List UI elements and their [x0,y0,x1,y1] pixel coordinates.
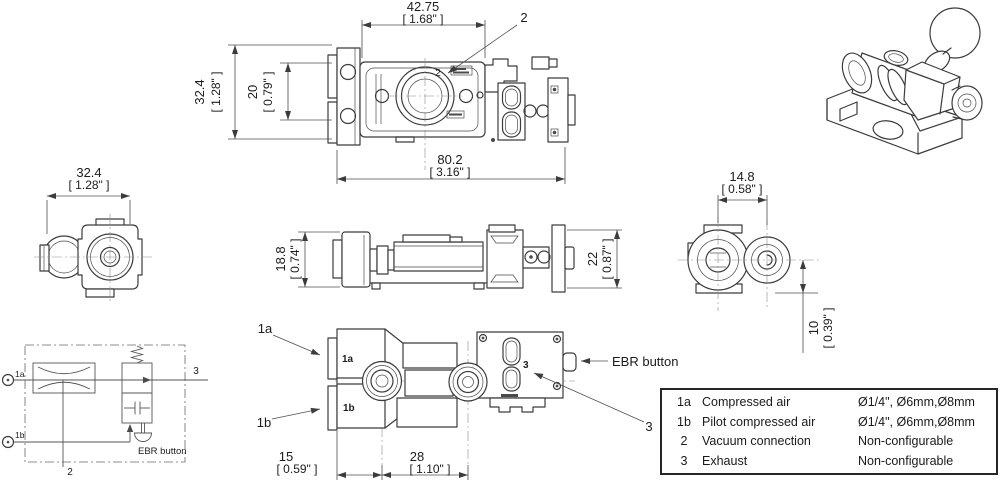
table-row: 2 Vacuum connection Non-configurable [666,432,992,452]
front-view: 32.4 [ 1.28" ] [34,165,153,302]
port-boss [361,360,403,402]
port-id: 3 [680,454,688,469]
dim-mm: 15 [279,449,293,464]
port-boss [448,362,488,402]
dim-mm: 42.75 [407,0,440,14]
spring-symbol [129,345,145,364]
dim-valve-height: 22 [ 0.87" ] [567,229,622,289]
pneumatic-schematic: 1a 3 2 1b [1,344,208,478]
dim-inch: [ 0.58" ] [722,182,763,196]
port-value: Ø1/4", Ø6mm,Ø8mm [858,394,975,409]
engraved-1b: 1b [343,403,355,414]
port-id: 1a [677,394,691,409]
port-name: Compressed air [702,394,791,409]
pilot-box [121,392,153,424]
dim-port-spacing: 14.8 [ 0.58" ] [717,169,768,225]
port-id: 2 [680,434,688,449]
isometric-ejector-body [841,7,983,121]
dim-mm: 32.4 [76,165,101,180]
table-row: 1b Pilot compressed air Ø1/4", Ø6mm,Ø8mm [666,412,992,432]
callout-3: 3 [533,372,653,434]
port-name: Vacuum connection [702,434,811,449]
dim-inch: [ 0.74" ] [288,239,302,280]
side-view: 18.8 [ 0.74" ] 22 [ 0.87" ] [273,224,622,293]
dim-mm: 28 [410,449,424,464]
dim-mm: 80.2 [437,152,462,167]
dim-front-width: 32.4 [ 1.28" ] [46,165,131,234]
port-legend-table: 1a Compressed air Ø1/4", Ø6mm,Ø8mm 1b Pi… [660,388,998,475]
callout-label: 1b [257,415,271,430]
engraved-1a: 1a [342,354,354,365]
dim-port-offset: 15 [ 0.59" ] [277,431,383,480]
callout-1b: 1b [257,407,321,430]
dim-mm: 32.4 [192,79,207,104]
bottom-view: 1a 1b 3 1a 1b 3 EBR button 15 [ 0.59" ] [257,321,679,480]
dim-inch: [ 0.59" ] [277,462,318,476]
callout-label: 1a [258,321,273,336]
port-name: Pilot compressed air [702,414,816,429]
schematic-boundary [24,344,186,463]
port-value: Ø1/4", Ø6mm,Ø8mm [858,414,975,429]
dim-port-offset: 10 [ 0.39" ] [775,260,835,353]
dim-overall-height: 32.4 [ 1.28" ] [192,44,332,140]
end-view: 14.8 [ 0.58" ] 10 [ 0.39" ] [678,169,835,353]
engraved-number: 2 [435,68,441,79]
port-id: 1b [677,414,691,429]
bottom-view-part-outline: 1a 1b 3 [327,328,577,465]
callout-ebr-button: EBR button [581,354,679,369]
dim-inch: [ 1.68" ] [403,12,444,26]
dim-mm: 14.8 [729,169,754,184]
port-value: Non-configurable [858,454,954,469]
dim-inch: [ 0.79" ] [261,72,275,113]
dim-inch: [ 1.10" ] [410,462,451,476]
isometric-view [826,7,983,155]
dim-inch: [ 0.39" ] [821,308,835,349]
schematic-port-2-label: 2 [67,467,73,478]
schematic-port-3-label: 3 [193,366,199,377]
valve-symbol [121,345,153,424]
filter-ball [929,7,981,59]
ebr-button-label: EBR button [612,354,679,369]
schematic-port-1b: 1b [1,424,134,449]
end-view-part-outline [678,217,820,311]
side-view-part-outline [332,224,575,293]
dim-body-height: 18.8 [ 0.74" ] [273,231,340,288]
dim-inch: [ 1.28" ] [69,178,110,192]
dim-mm: 18.8 [273,246,288,271]
mounting-hole [339,107,357,125]
dim-mm: 22 [585,252,600,266]
dim-body-width: 42.75 [ 1.68" ] [361,0,486,58]
callout-vacuum-connection: 2 2 [435,10,527,79]
callout-number: 2 [520,10,527,25]
top-view: 42.75 [ 1.68" ] 2 2 80.2 [ 3.16" ] 32.4 … [192,0,576,184]
schematic-port-1a: 1a [1,369,25,387]
dim-inch: [ 0.87" ] [600,239,614,280]
dim-inch: [ 1.28" ] [209,72,223,113]
venturi-ejector-symbol [32,362,96,394]
callout-1a: 1a [258,321,321,356]
port-label: 1a [15,369,25,379]
dim-overall-length: 80.2 [ 3.16" ] [336,147,566,184]
table-row: 1a Compressed air Ø1/4", Ø6mm,Ø8mm [666,392,992,412]
ebr-button-cap [562,352,577,372]
dim-mm: 10 [806,321,821,335]
port-name: Exhaust [702,454,748,469]
dim-mm: 20 [245,85,260,99]
mounting-hole [339,63,357,81]
callout-label: 3 [645,419,652,434]
dim-hole-spacing: 20 [ 0.79" ] [245,62,332,121]
table-row: 3 Exhaust Non-configurable [666,451,992,471]
ebr-button-label: EBR button [138,446,187,457]
front-view-part-outline [34,214,153,302]
dim-inch: [ 3.16" ] [430,165,471,179]
dim-port-spacing: 28 [ 1.10" ] [382,449,469,480]
ebr-button-symbol: EBR button [134,423,187,457]
port-value: Non-configurable [858,434,954,449]
port-label: 1b [15,430,25,440]
engraved-3: 3 [523,360,529,371]
